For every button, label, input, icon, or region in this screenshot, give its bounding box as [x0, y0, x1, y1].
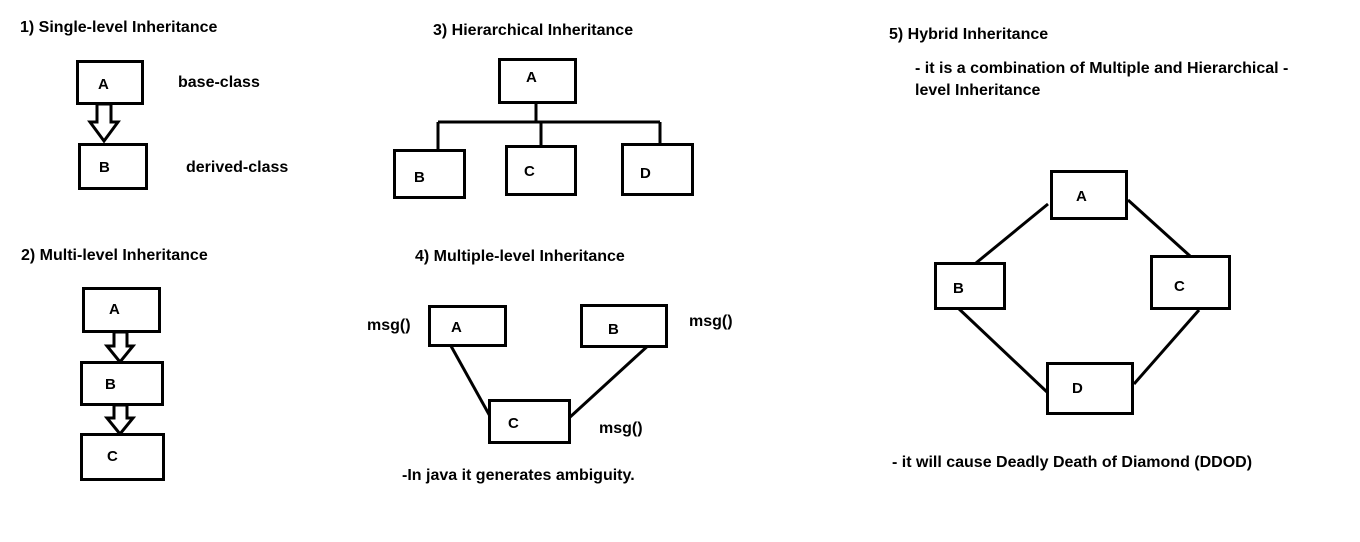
multiple-link-a-to-c: [449, 345, 493, 419]
hierarchical-node-c-label: C: [524, 163, 535, 180]
multiple-node-c: C: [488, 399, 571, 444]
hybrid-link-a-to-b: [975, 202, 1049, 265]
multi-node-a: A: [82, 287, 161, 333]
hierarchical-node-a-label: A: [526, 69, 537, 86]
hybrid-node-b: B: [934, 262, 1006, 310]
multi-node-b-label: B: [105, 376, 116, 393]
hierarchical-node-d: D: [621, 143, 694, 196]
multiple-method-a: msg(): [367, 317, 411, 334]
single-node-b: B: [78, 143, 148, 190]
hybrid-node-c-label: C: [1174, 278, 1185, 295]
hybrid-node-d: D: [1046, 362, 1134, 415]
hybrid-description-line2: level Inheritance: [915, 82, 1041, 99]
hybrid-node-c: C: [1150, 255, 1231, 310]
multiple-node-c-label: C: [508, 415, 519, 432]
multiple-node-b-label: B: [608, 321, 619, 338]
multiple-node-a-label: A: [451, 319, 462, 336]
hybrid-node-a-label: A: [1076, 188, 1087, 205]
hybrid-node-a: A: [1050, 170, 1128, 220]
derived-class-label: derived-class: [186, 159, 289, 176]
hybrid-ddod-note: - it will cause Deadly Death of Diamond …: [892, 454, 1253, 471]
hybrid-link-a-to-c: [1126, 198, 1192, 258]
single-arrow-a-to-b: [87, 102, 121, 144]
multi-node-b: B: [80, 361, 164, 406]
multiple-node-a: A: [428, 305, 507, 347]
hybrid-title: 5) Hybrid Inheritance: [889, 26, 1049, 43]
multi-node-a-label: A: [109, 301, 120, 318]
hybrid-link-b-to-d: [955, 305, 1049, 394]
multiple-level-title: 4) Multiple-level Inheritance: [415, 248, 625, 265]
single-level-title: 1) Single-level Inheritance: [20, 19, 218, 36]
multi-level-title: 2) Multi-level Inheritance: [21, 247, 208, 264]
multiple-node-b: B: [580, 304, 668, 348]
base-class-label: base-class: [178, 74, 260, 91]
single-node-a: A: [76, 60, 144, 105]
hierarchical-node-c: C: [505, 145, 577, 196]
hierarchical-node-a: A: [498, 58, 577, 104]
hybrid-description-line1: - it is a combination of Multiple and Hi…: [915, 60, 1289, 77]
single-node-a-label: A: [98, 76, 109, 93]
multi-node-c-label: C: [107, 448, 118, 465]
multi-arrow-b-to-c: [103, 403, 137, 437]
hierarchical-title: 3) Hierarchical Inheritance: [433, 22, 634, 39]
multiple-link-b-to-c: [567, 341, 653, 420]
multiple-ambiguity-note: -In java it generates ambiguity.: [402, 467, 635, 484]
multi-node-c: C: [80, 433, 165, 481]
hybrid-node-d-label: D: [1072, 380, 1083, 397]
hierarchical-node-b-label: B: [414, 169, 425, 186]
multiple-method-c: msg(): [599, 420, 643, 437]
hierarchical-node-d-label: D: [640, 165, 651, 182]
hierarchical-connector: [436, 103, 662, 150]
hierarchical-node-b: B: [393, 149, 466, 199]
single-node-b-label: B: [99, 159, 110, 176]
multiple-method-b: msg(): [689, 313, 733, 330]
hybrid-node-b-label: B: [953, 280, 964, 297]
hybrid-link-c-to-d: [1132, 309, 1201, 385]
multi-arrow-a-to-b: [103, 330, 137, 365]
